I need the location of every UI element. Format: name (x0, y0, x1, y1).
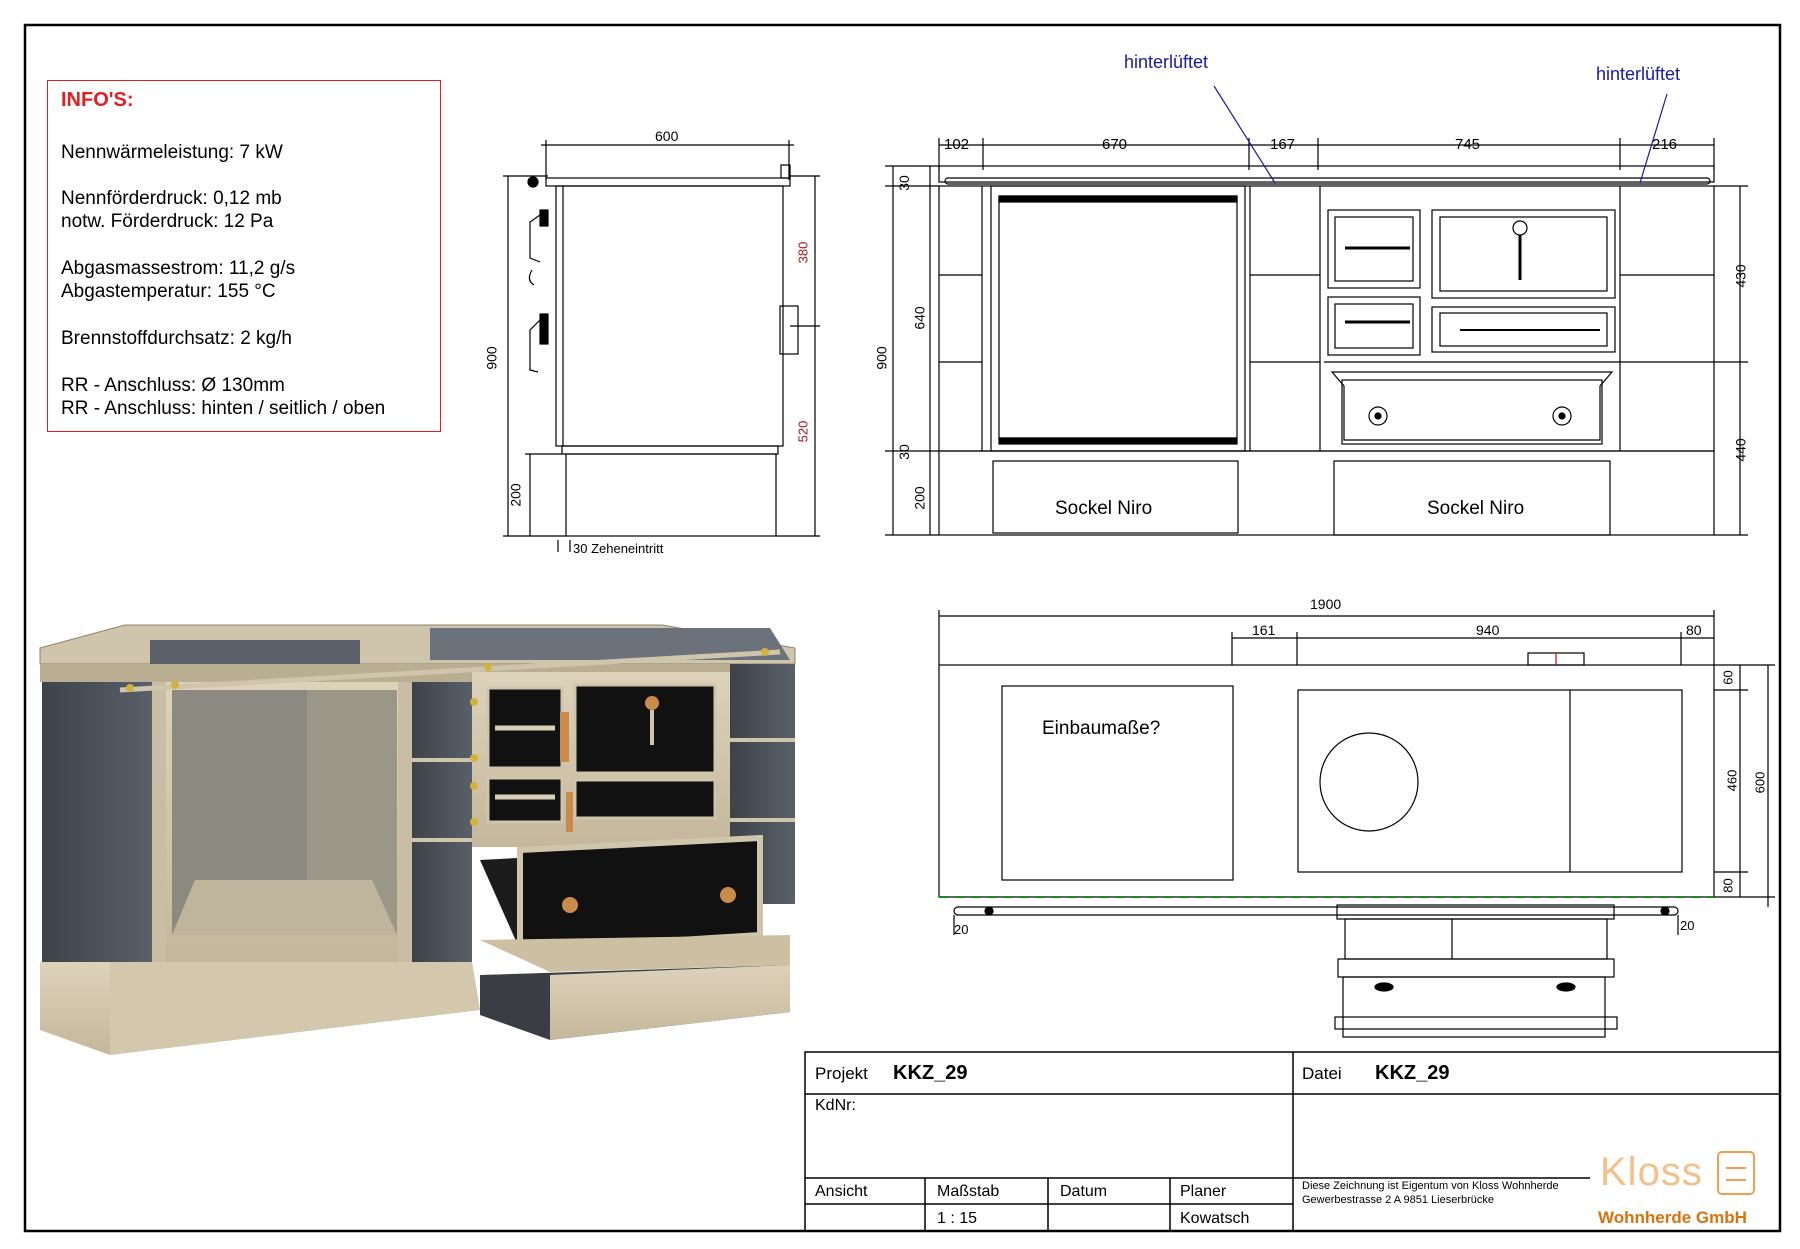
ventilated-note: hinterlüftet (1124, 52, 1209, 72)
front-width-dim: 167 (1270, 136, 1296, 153)
side-width-dim: 600 (655, 128, 679, 144)
front-height-dim: 30 (895, 444, 912, 460)
front-width-dim: 216 (1652, 136, 1678, 153)
info-line: Brennstoffdurchsatz: 2 kg/h (61, 328, 292, 349)
projekt-value: KKZ_29 (893, 1062, 968, 1084)
ventilated-note: hinterlüftet (1596, 64, 1681, 84)
top-edge-dim: 20 (1680, 918, 1695, 933)
top-view-drawing (938, 610, 1775, 1038)
side-view-drawing (503, 140, 820, 552)
title-block-grid (804, 1051, 1781, 1232)
top-depth-dim: 460 (1724, 769, 1740, 792)
owner-address: Gewerbestrasse 2 A 9851 Lieserbrücke (1302, 1194, 1495, 1206)
kdnr-label: KdNr: (815, 1097, 856, 1114)
planer-value: Kowatsch (1180, 1210, 1250, 1227)
front-view-drawing (885, 85, 1748, 536)
info-line: RR - Anschluss: hinten / seitlich / oben (61, 398, 386, 419)
info-box: INFO'S: Nennwärmeleistung: 7 kW Nennförd… (47, 80, 441, 432)
top-depth-dim: 80 (1720, 878, 1736, 893)
top-width-dim: 940 (1476, 622, 1500, 638)
front-right-dim: 430 (1732, 264, 1749, 288)
planer-label: Planer (1180, 1183, 1227, 1200)
top-total-width-dim: 1900 (1310, 596, 1342, 612)
top-width-dim: 161 (1252, 622, 1276, 638)
front-height-dim: 640 (911, 306, 928, 330)
top-depth-dim: 60 (1720, 670, 1736, 685)
front-width-dim: 745 (1455, 136, 1481, 153)
front-width-dim: 102 (944, 136, 970, 153)
massstab-label: Maßstab (937, 1183, 1000, 1200)
logo-text: Kloss (1600, 1150, 1703, 1194)
side-plinth-dim: 200 (507, 483, 524, 507)
company-name: Wohnherde GmbH (1598, 1208, 1747, 1227)
front-right-dim: 440 (1732, 438, 1749, 462)
top-width-dim: 80 (1686, 622, 1702, 638)
stove-render (39, 624, 796, 1055)
side-lower-dim: 520 (795, 420, 811, 443)
info-title: INFO'S: (61, 89, 134, 111)
datum-label: Datum (1060, 1183, 1108, 1200)
info-line: Abgasmassestrom: 11,2 g/s (61, 258, 296, 279)
massstab-value: 1 : 15 (937, 1210, 978, 1227)
datei-label: Datei (1302, 1064, 1342, 1083)
ansicht-label: Ansicht (815, 1183, 868, 1200)
projekt-label: Projekt (815, 1064, 868, 1083)
info-line: Nennwärmeleistung: 7 kW (61, 142, 283, 163)
datei-value: KKZ_29 (1375, 1062, 1450, 1084)
info-line: Abgastemperatur: 155 °C (61, 281, 276, 302)
top-edge-dim: 20 (954, 922, 969, 937)
cutout-label: Einbaumaße? (1042, 718, 1161, 739)
top-total-depth-dim: 600 (1752, 771, 1768, 794)
plinth-label: Sockel Niro (1055, 498, 1153, 519)
info-line: Nennförderdruck: 0,12 mb (61, 188, 282, 209)
front-height-dim: 200 (911, 486, 928, 510)
front-height-dim: 30 (895, 175, 912, 191)
side-upper-dim: 380 (795, 241, 811, 264)
plinth-label: Sockel Niro (1427, 498, 1525, 519)
toe-note: 30 Zeheneintritt (573, 541, 664, 556)
info-line: RR - Anschluss: Ø 130mm (61, 375, 285, 396)
owner-note: Diese Zeichnung ist Eigentum von Kloss W… (1302, 1180, 1559, 1192)
kloss-logo (1717, 1151, 1755, 1195)
info-line: notw. Förderdruck: 12 Pa (61, 211, 274, 232)
front-total-height-dim: 900 (873, 346, 890, 370)
side-height-dim: 900 (483, 346, 500, 370)
front-width-dim: 670 (1102, 136, 1128, 153)
